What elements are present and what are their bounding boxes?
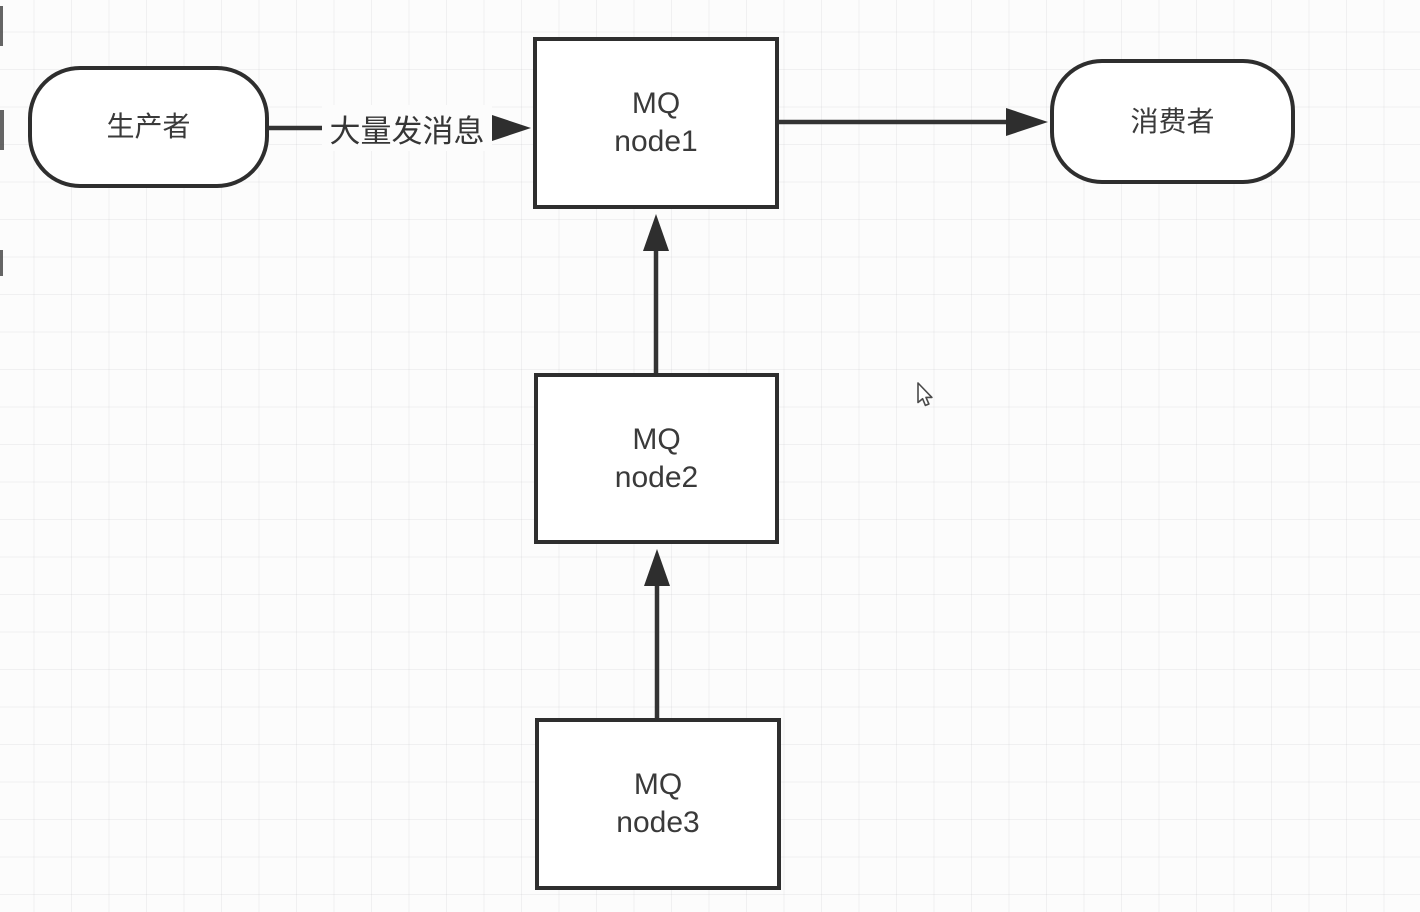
node-mq2-label-line1: MQ: [632, 422, 681, 456]
node-mq3-label-line2: node3: [616, 806, 700, 839]
node-mq-node3[interactable]: MQ node3: [535, 718, 781, 890]
node-mq3-label-line1: MQ: [633, 768, 683, 801]
node-mq-node1[interactable]: MQ node1: [533, 37, 779, 209]
node-producer-label: 生产者: [106, 111, 191, 142]
edge-mq1-to-consumer[interactable]: [779, 108, 1048, 136]
node-mq1-label-line1: MQ: [631, 87, 681, 120]
edge-mq3-to-mq2[interactable]: [644, 549, 670, 718]
screen-edge-artifact: [0, 250, 3, 276]
node-mq2-label-line2: node2: [614, 460, 699, 494]
screen-edge-artifact: [0, 110, 4, 150]
node-consumer-label: 消费者: [1130, 105, 1215, 137]
node-mq1-label-line2: node1: [614, 125, 698, 158]
edge-label-bulk-messages[interactable]: 大量发消息: [322, 105, 492, 151]
edge-mq2-to-mq1[interactable]: [643, 214, 669, 373]
mouse-cursor-icon: [917, 382, 933, 407]
node-producer[interactable]: 生产者: [28, 66, 269, 188]
screen-edge-artifact: [0, 6, 3, 46]
node-consumer[interactable]: 消费者: [1050, 59, 1295, 184]
node-mq-node2[interactable]: MQ node2: [534, 373, 779, 544]
